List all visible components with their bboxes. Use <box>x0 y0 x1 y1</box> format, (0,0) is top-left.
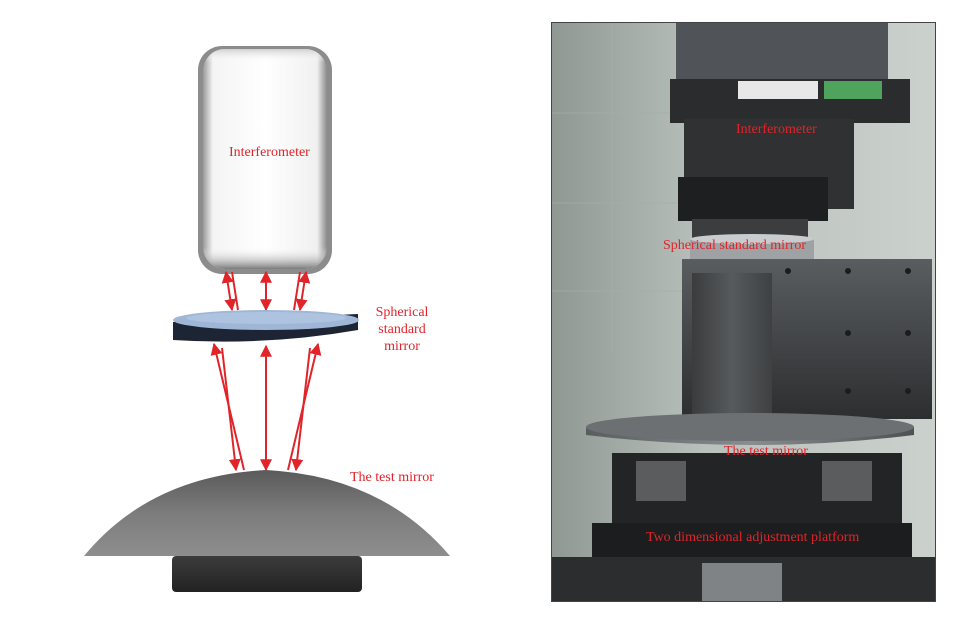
spherical-label-line-2: standard <box>378 322 426 337</box>
photo-test-mirror-label: The test mirror <box>724 444 808 459</box>
test-mirror-shape <box>84 470 450 592</box>
interferometer-shape <box>198 46 332 274</box>
photo-panel: Interferometer Spherical standard mirror… <box>551 22 936 602</box>
schematic-svg <box>84 46 450 592</box>
photo-platform-label: Two dimensional adjustment platform <box>646 530 860 545</box>
schematic-interferometer-label: Interferometer <box>229 145 310 160</box>
photo-spherical-label: Spherical standard mirror <box>663 238 807 253</box>
spherical-standard-mirror-shape <box>173 310 359 342</box>
photo-interferometer-label: Interferometer <box>736 122 817 137</box>
upper-beam-arrows <box>221 270 311 312</box>
test-mirror-base <box>172 556 362 592</box>
schematic-test-mirror-label: The test mirror <box>350 470 434 485</box>
photo-illustration <box>552 23 935 601</box>
spherical-label-line-3: mirror <box>384 339 420 354</box>
spherical-label-line-1: Spherical <box>375 305 429 320</box>
schematic-diagram: Interferometer Spherical standard mirror… <box>84 46 450 592</box>
lower-beam-arrows <box>210 342 322 472</box>
schematic-spherical-label: Spherical standard mirror <box>366 304 438 355</box>
